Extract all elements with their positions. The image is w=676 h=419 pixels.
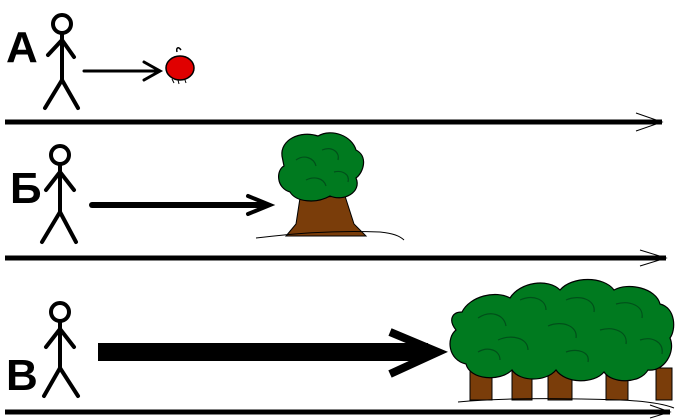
baseline-b [5, 249, 668, 267]
baseline-v [5, 404, 672, 419]
row-label-b: Б [10, 164, 42, 213]
row-a [5, 13, 664, 132]
forest-icon [449, 279, 675, 409]
row-label-a: А [6, 23, 38, 72]
row-b [5, 132, 668, 267]
apple-icon [165, 47, 195, 85]
row-v [5, 279, 675, 419]
stick-figure-icon [40, 144, 78, 244]
arrow-icon [98, 328, 448, 378]
arrow-icon [82, 60, 164, 82]
row-label-v: В [6, 351, 38, 400]
arrow-icon [89, 194, 276, 216]
stick-figure-icon [43, 13, 80, 110]
baseline-a [5, 112, 664, 132]
tree-icon [255, 132, 405, 241]
stick-figure-icon [42, 301, 80, 398]
